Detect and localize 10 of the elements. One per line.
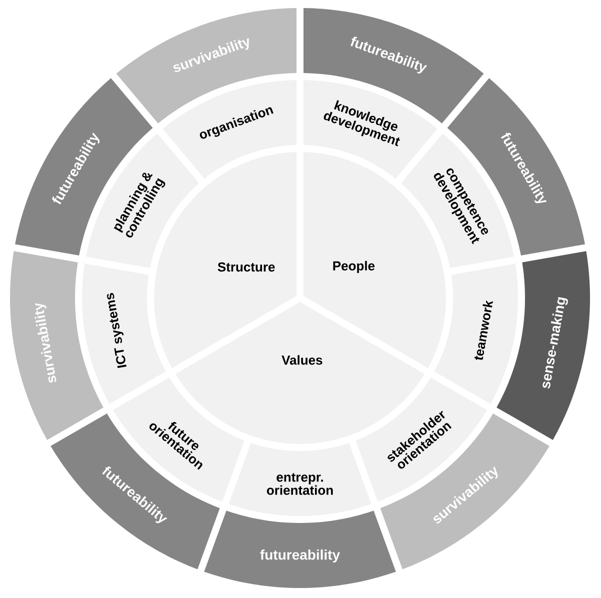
- node-label: teamwork: [474, 300, 494, 360]
- node-label: People: [333, 260, 375, 274]
- ring-segment: teamwork: [434, 264, 518, 404]
- node-label: Structure: [218, 262, 275, 272]
- ring-segment: entrepr. orientation: [228, 442, 372, 516]
- ring-segment: ICT systems: [82, 264, 166, 404]
- ring-segment: survivability: [10, 251, 104, 440]
- node-label: ICT systems: [107, 293, 126, 368]
- node-label: entrepr. orientation: [266, 473, 333, 495]
- ring-segment: futureability: [204, 510, 396, 588]
